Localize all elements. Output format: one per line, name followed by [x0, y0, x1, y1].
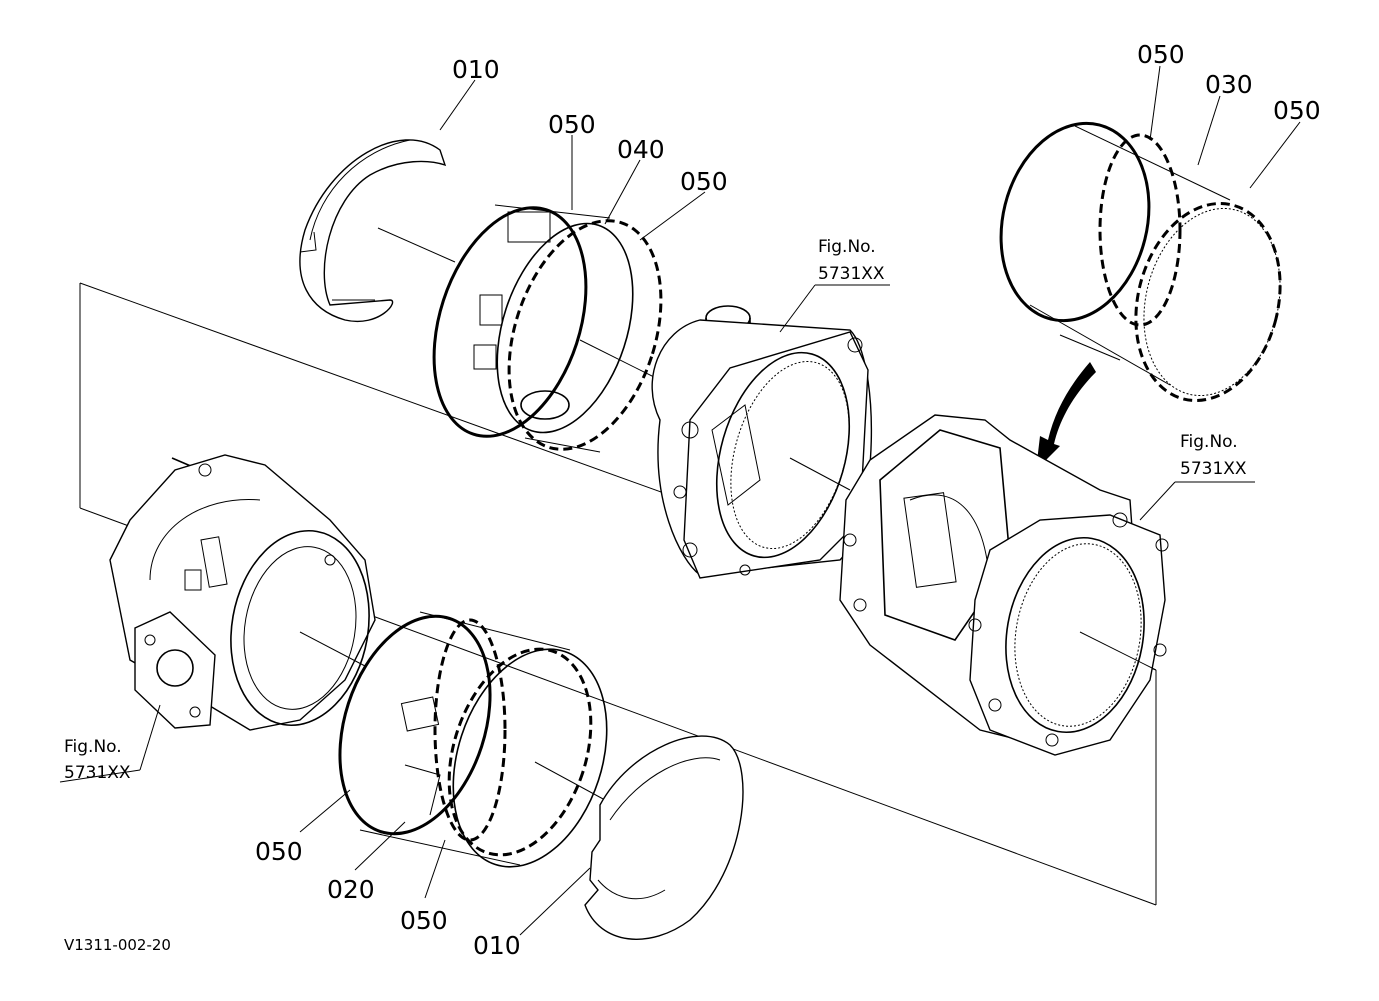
fig-ref-left-line2: 5731XX [64, 763, 131, 783]
cover-010-bottom [519, 735, 744, 940]
leader-lines [59, 65, 1301, 899]
callout-top-left-010: 010 [452, 55, 500, 84]
fig-ref-right-line1: Fig.No. [1180, 432, 1238, 452]
callout-right-050-a: 050 [1137, 40, 1185, 69]
inner-cylinder-020 [338, 611, 608, 868]
callout-right-050-b: 050 [1273, 96, 1321, 125]
fig-ref-center-line2: 5731XX [818, 264, 885, 284]
doc-housing-center [651, 284, 873, 579]
fig-ref-right-line2: 5731XX [1180, 459, 1247, 479]
drawing-code: V1311-002-20 [64, 936, 171, 954]
fig-ref-center-line1: Fig.No. [818, 237, 876, 257]
insertion-arrow [1036, 362, 1096, 470]
outer-cylinder-030 [999, 121, 1282, 402]
dpf-housing-right [839, 414, 1176, 756]
cover-010-top [299, 139, 456, 323]
mesh-cylinder-040 [432, 204, 663, 453]
callout-right-030: 030 [1205, 70, 1253, 99]
callout-bottom-010: 010 [473, 931, 521, 960]
callout-top-040: 040 [617, 135, 665, 164]
callout-top-050-a: 050 [548, 110, 596, 139]
callout-bottom-050-a: 050 [255, 837, 303, 866]
callout-bottom-020: 020 [327, 875, 375, 904]
fig-ref-left-line1: Fig.No. [64, 737, 122, 757]
callout-bottom-050-b: 050 [400, 906, 448, 935]
inlet-housing-left [109, 454, 376, 771]
callout-top-050-b: 050 [680, 167, 728, 196]
